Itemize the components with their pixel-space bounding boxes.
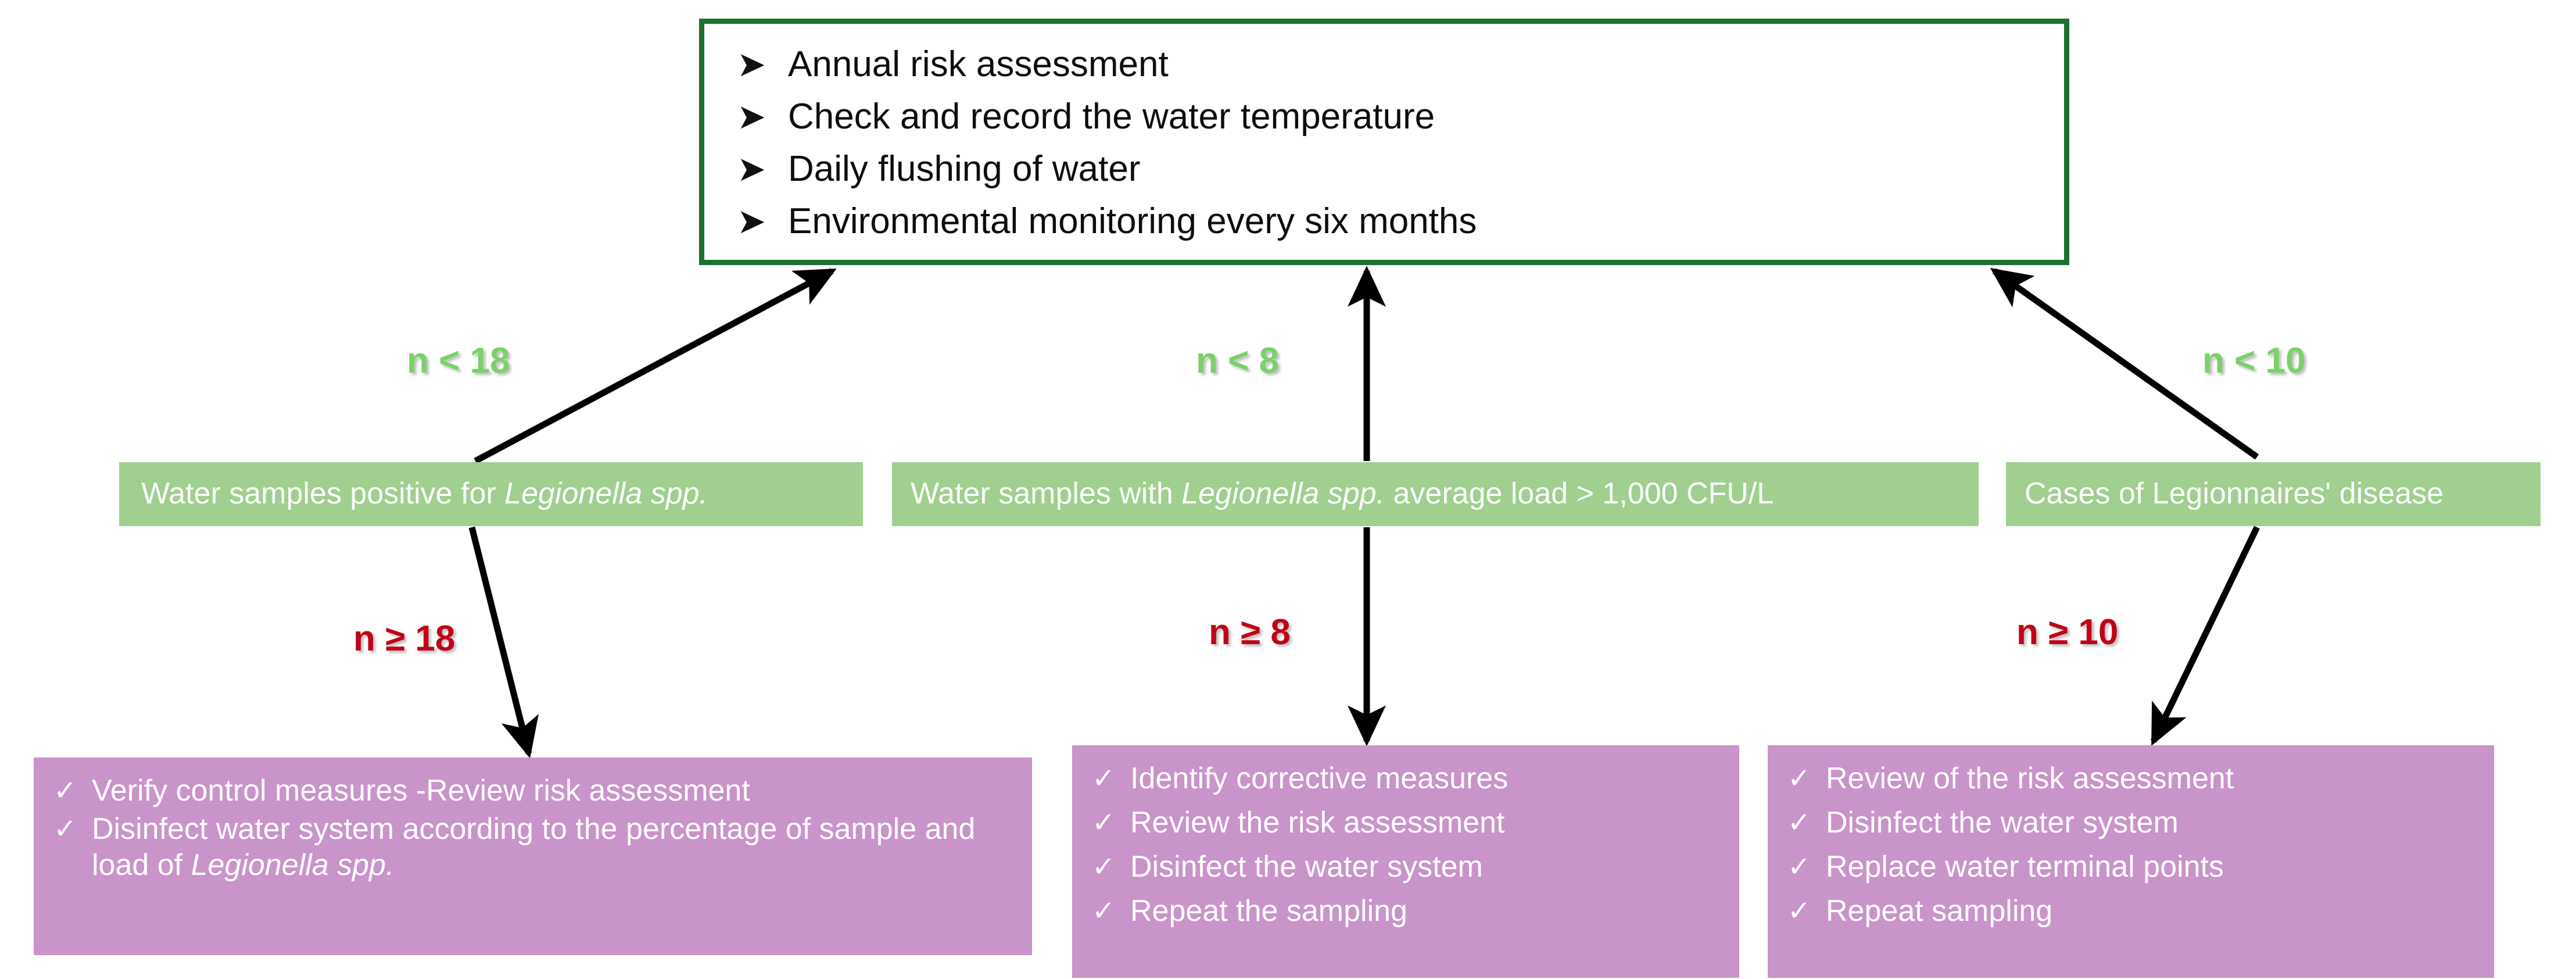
checkmark-icon: ✓ [1787,851,1811,883]
action-item: ✓ Replace water terminal points [1787,849,2481,885]
edge-label-n-gte-10: n ≥ 10 [2016,612,2119,652]
condition-label: Water samples with Legionella spp. avera… [911,477,1774,511]
checkmark-icon: ✓ [1787,806,1811,839]
checkmark-icon: ✓ [1092,851,1116,883]
action-label: Disinfect the water system [1826,806,2179,839]
edge-label-n-gte-18: n ≥ 18 [353,619,456,659]
action-box-threshold-8: ✓ Identify corrective measures ✓ Review … [1072,745,1739,978]
action-label: Replace water terminal points [1826,850,2224,884]
action-item: ✓ Disinfect water system according to th… [53,811,1019,883]
action-label: Disinfect the water system [1130,850,1483,884]
arrow-cond1-to-routine [474,268,837,464]
checkmark-icon: ✓ [1092,895,1116,927]
action-item: ✓ Repeat sampling [1787,893,2481,929]
condition-box-water-samples-load: Water samples with Legionella spp. avera… [892,462,1979,526]
checkmark-icon: ✓ [53,774,77,807]
edge-label-n-less-8: n < 8 [1196,341,1280,381]
checkmark-icon: ✓ [1092,806,1116,839]
bullet-item: ➤ Check and record the water temperature [737,91,2064,144]
action-item: ✓ Repeat the sampling [1092,893,1726,929]
arrow-bullet-icon: ➤ [737,201,766,242]
condition-box-water-samples-positive: Water samples positive for Legionella sp… [119,462,863,526]
action-item: ✓ Review the risk assessment [1092,805,1726,841]
action-label: Identify corrective measures [1130,762,1509,795]
arrow-cond1-to-act1 [468,526,539,759]
action-item: ✓ Identify corrective measures [1092,760,1726,796]
bullet-label: Check and record the water temperature [788,97,1435,137]
edge-label-n-less-10: n < 10 [2202,341,2306,381]
condition-label: Cases of Legionnaires' disease [2025,477,2444,511]
action-item: ✓ Verify control measures -Review risk a… [53,773,1019,809]
action-label: Disinfect water system according to the … [92,812,976,882]
bullet-item: ➤ Environmental monitoring every six mon… [737,196,2064,248]
arrow-cond3-to-act3 [2151,526,2260,746]
action-label: Review the risk assessment [1130,806,1505,839]
routine-control-box: ➤ Annual risk assessment ➤ Check and rec… [699,19,2069,265]
condition-box-legionnaires-cases: Cases of Legionnaires' disease [2006,462,2541,526]
action-box-threshold-18: ✓ Verify control measures -Review risk a… [34,758,1032,955]
action-label: Review of the risk assessment [1826,762,2234,795]
action-label: Repeat sampling [1826,894,2053,928]
checkmark-icon: ✓ [53,813,77,845]
action-item: ✓ Disinfect the water system [1092,849,1726,885]
bullet-label: Daily flushing of water [788,149,1141,189]
action-label: Verify control measures -Review risk ass… [92,774,750,808]
action-item: ✓ Disinfect the water system [1787,805,2481,841]
action-item: ✓ Review of the risk assessment [1787,760,2481,796]
arrow-bullet-icon: ➤ [737,44,766,85]
bullet-item: ➤ Daily flushing of water [737,144,2064,196]
bullet-label: Environmental monitoring every six month… [788,201,1477,241]
checkmark-icon: ✓ [1092,762,1116,795]
checkmark-icon: ✓ [1787,895,1811,927]
arrow-bullet-icon: ➤ [737,97,766,137]
action-label: Repeat the sampling [1130,894,1407,928]
edge-label-n-less-18: n < 18 [407,341,510,381]
checkmark-icon: ✓ [1787,762,1811,795]
arrow-bullet-icon: ➤ [737,149,766,190]
action-box-threshold-10: ✓ Review of the risk assessment ✓ Disinf… [1768,745,2494,978]
edge-label-n-gte-8: n ≥ 8 [1209,612,1291,652]
bullet-item: ➤ Annual risk assessment [737,39,2064,91]
condition-label: Water samples positive for Legionella sp… [141,477,708,511]
bullet-label: Annual risk assessment [788,44,1169,84]
